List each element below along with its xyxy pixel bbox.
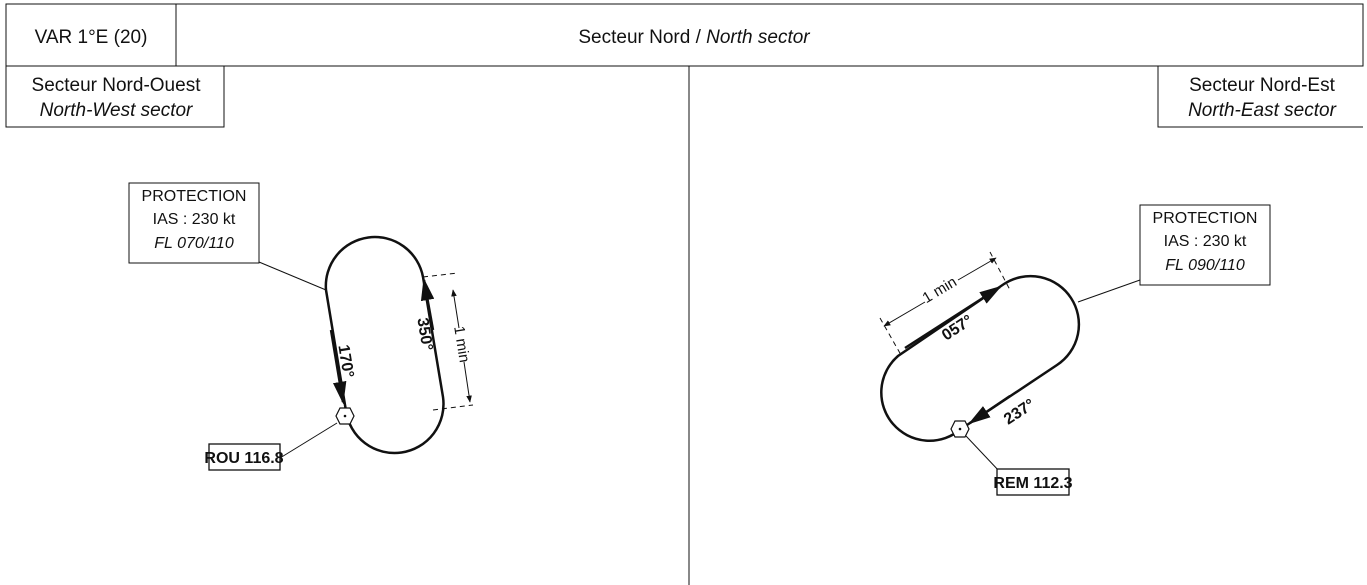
header-frame [5,3,1364,67]
dim-ext-right-rem [989,251,1011,291]
dim-line-left-rem [883,301,926,327]
leg-time-rou: 1 min [450,325,473,364]
northeast-sector-fr: Secteur Nord-Est [1189,75,1335,96]
chart-header: VAR 1°E (20) Secteur Nord / North sector [5,3,1364,67]
protection-fl-rou: FL 070/110 [154,235,234,252]
outbound-arrow-rou [420,277,435,331]
inbound-course-rou: 170° [334,344,356,379]
protection-leader-rem [1077,279,1141,303]
holding-pattern-rem: PROTECTION IAS : 230 kt FL 090/110 057° … [879,204,1271,496]
dim-ext-top-rou [422,272,459,278]
racetrack-rou [324,235,445,455]
protection-leader-rou [258,261,327,291]
navaid-label-rou: ROU 116.8 [204,450,283,467]
protection-ias-rem: IAS : 230 kt [1164,233,1247,250]
dim-ext-bottom-rou [432,404,474,411]
dim-line-top-rou [451,289,460,329]
protection-title-rou: PROTECTION [142,188,247,205]
inbound-arrow-rou [329,329,347,405]
protection-box-rou [128,182,260,264]
navaid-box-rem [996,468,1070,496]
racetrack-rem [880,274,1081,442]
protection-box-rem [1139,204,1271,286]
holding-pattern-rou: PROTECTION IAS : 230 kt FL 070/110 170° … [128,182,474,471]
navaid-leader-rem [965,435,1001,473]
inbound-arrow-rem [968,394,1011,425]
protection-fl-rem: FL 090/110 [1165,257,1245,274]
protection-ias-rou: IAS : 230 kt [153,211,236,228]
northeast-sector-en: North-East sector [1188,100,1336,121]
navaid-box-rou [208,443,281,471]
magnetic-variation-label: VAR 1°E (20) [35,27,148,48]
northwest-sector-label: Secteur Nord-Ouest North-West sector [5,66,225,128]
dim-line-bottom-rou [463,361,472,403]
northwest-sector-fr: Secteur Nord-Ouest [32,75,202,96]
inbound-course-rem: 237° [1001,396,1038,428]
dim-line-right-rem [957,257,997,281]
vor-center-rem [958,427,962,431]
vor-center-rou [343,414,347,418]
outbound-course-rem: 057° [939,312,976,344]
protection-title-rem: PROTECTION [1153,210,1258,227]
northwest-sector-en: North-West sector [40,100,193,121]
sector-title: Secteur Nord / North sector [578,27,810,48]
dim-ext-left-rem [879,317,902,356]
northeast-sector-label: Secteur Nord-Est North-East sector [1157,66,1363,128]
leg-time-rem: 1 min [920,273,960,306]
navaid-leader-rou [279,422,338,459]
outbound-arrow-rem [904,285,1002,350]
navaid-label-rem: REM 112.3 [993,475,1072,492]
outbound-course-rou: 350° [413,317,435,352]
